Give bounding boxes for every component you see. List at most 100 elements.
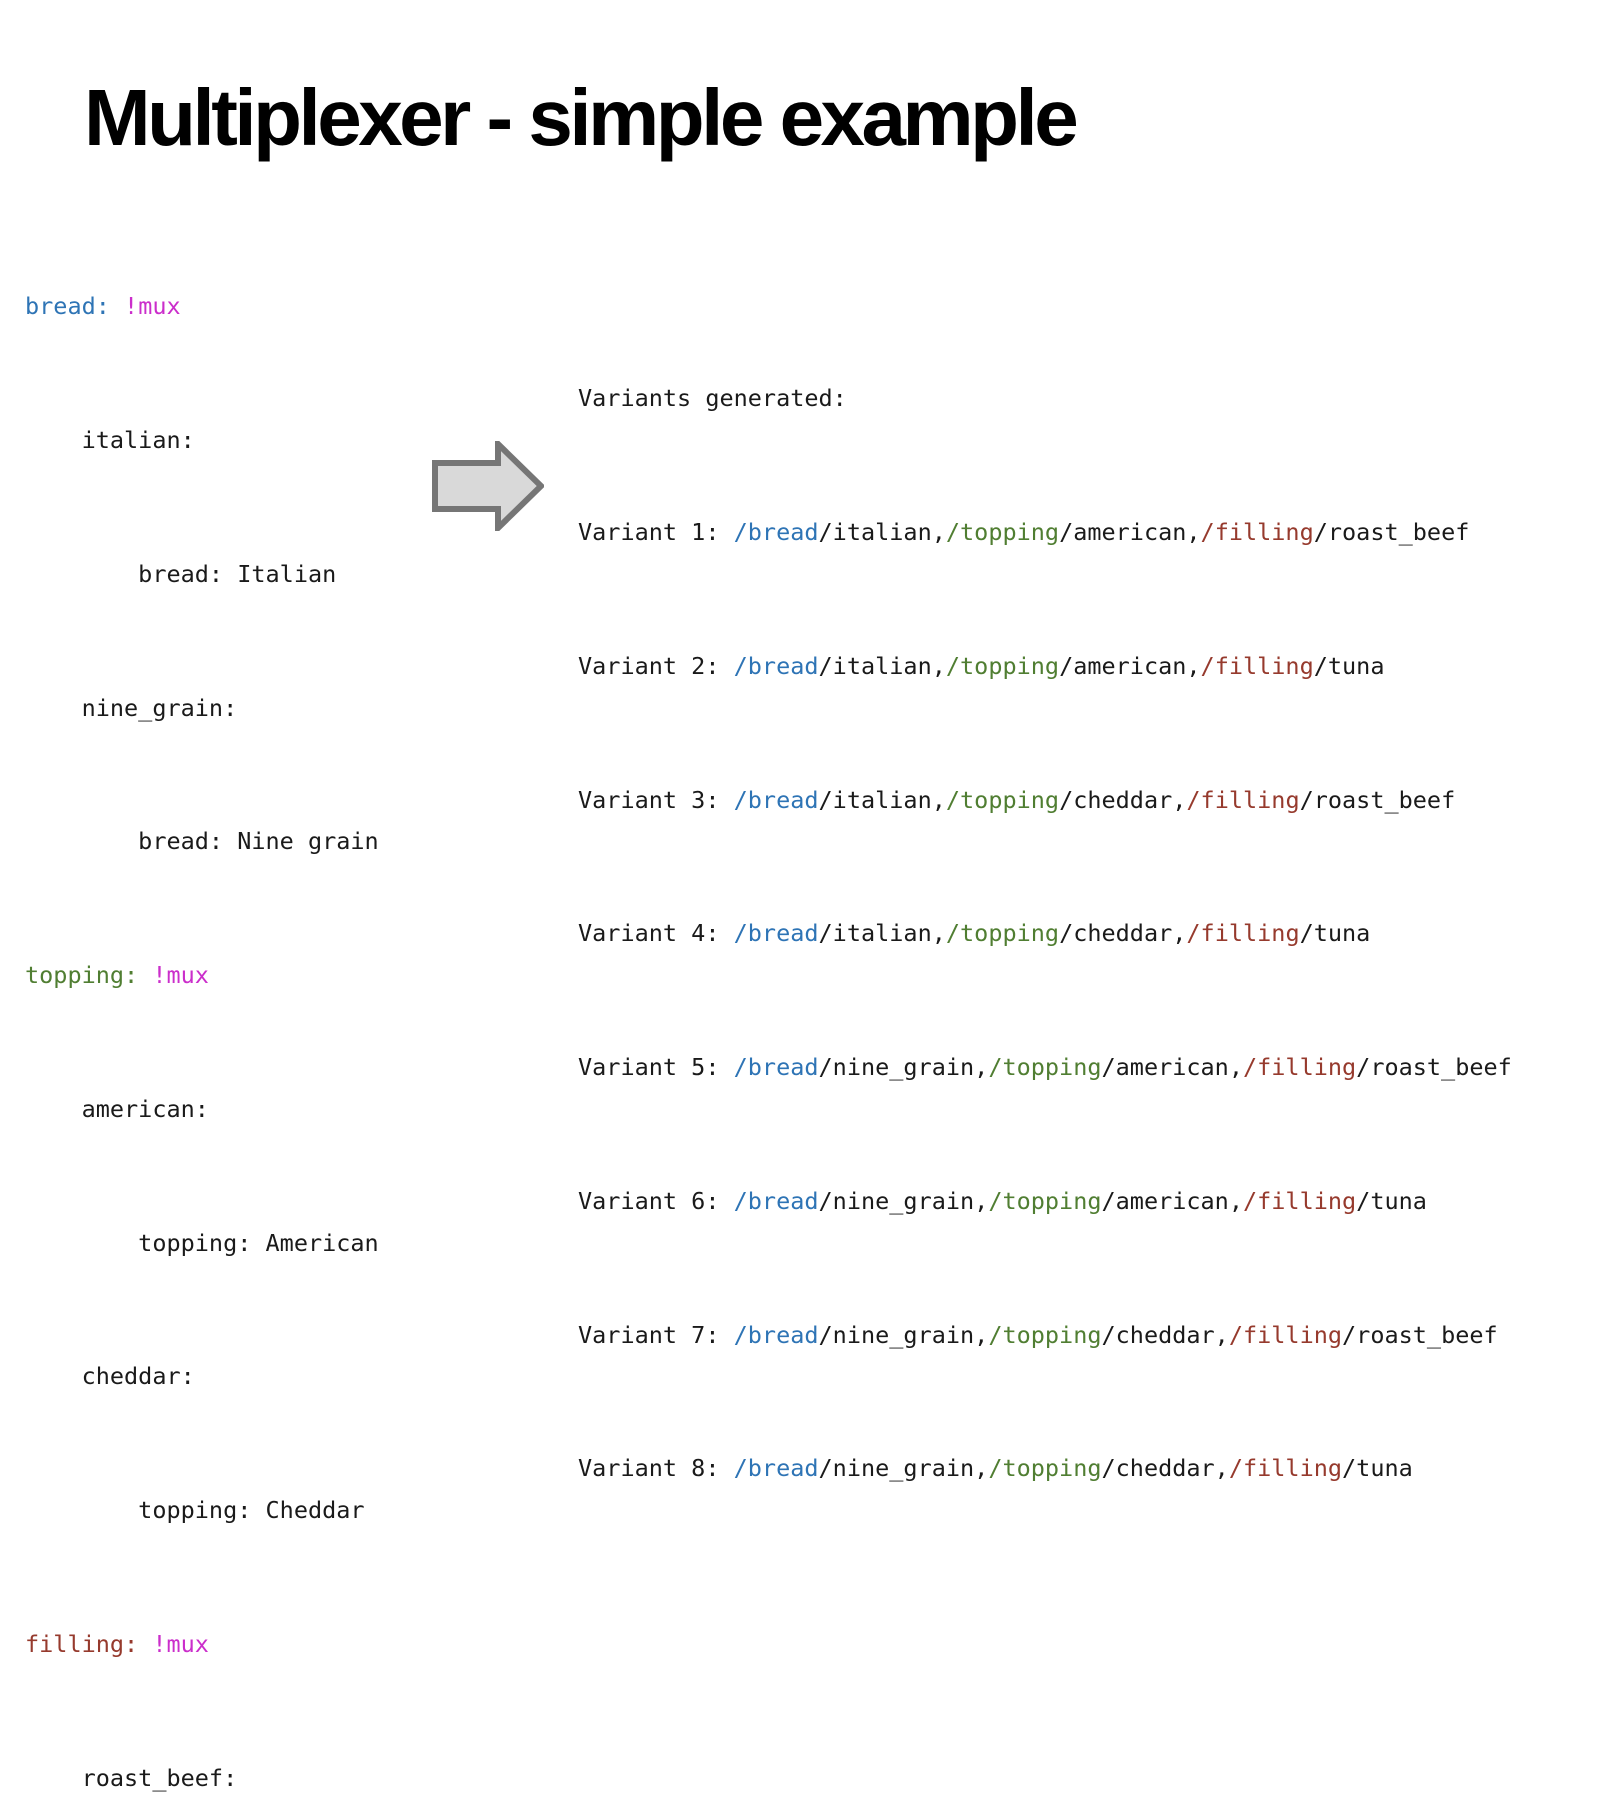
filling-path: /filling <box>1228 1320 1343 1349</box>
topping-path: /topping <box>988 1186 1102 1215</box>
filling-value: /roast_beef <box>1342 1320 1498 1349</box>
variant-row: Variant 6: /bread/nine_grain,/topping/am… <box>578 1179 1512 1224</box>
code-text: roast_beef: <box>25 1763 238 1792</box>
filling-value: /tuna <box>1342 1454 1413 1483</box>
bread-value: /nine_grain, <box>818 1454 989 1483</box>
code-text: american: <box>25 1094 209 1123</box>
bread-path: /bread <box>733 919 819 948</box>
filling-value: /tuna <box>1313 651 1385 680</box>
code-line: cheddar: <box>25 1354 407 1399</box>
filling-value: /roast_beef <box>1313 517 1470 546</box>
filling-path: /filling <box>1200 517 1314 546</box>
code-spacer <box>138 961 152 989</box>
variant-label: Variant 4: <box>578 919 734 948</box>
code-line: topping: Cheddar <box>25 1488 407 1533</box>
filling-value: /tuna <box>1356 1186 1427 1215</box>
variant-row: Variant 2: /bread/italian,/topping/ameri… <box>578 644 1512 689</box>
variant-row: Variant 8: /bread/nine_grain,/topping/ch… <box>578 1446 1512 1491</box>
bread-value: /italian, <box>818 517 946 546</box>
topping-path: /topping <box>945 785 1060 814</box>
topping-path: /topping <box>945 517 1060 546</box>
code-line: bread: Italian <box>25 552 407 597</box>
code-line: topping: American <box>25 1221 407 1266</box>
slide: Multiplexer - simple example bread: !mux… <box>25 73 1512 1792</box>
slide-title: Multiplexer - simple example <box>84 73 1079 162</box>
code-line: filling: !mux <box>25 1622 407 1667</box>
bread-path: /bread <box>733 651 819 680</box>
filling-path: /filling <box>1242 1053 1357 1082</box>
variant-label: Variant 6: <box>578 1186 734 1215</box>
code-line: italian: <box>25 418 407 463</box>
bread-value: /nine_grain, <box>818 1053 989 1082</box>
topping-path: /topping <box>988 1320 1102 1349</box>
variants-panel: Variants generated: Variant 1: /bread/it… <box>578 287 1512 1580</box>
bread-path: /bread <box>733 785 819 814</box>
variant-label: Variant 5: <box>578 1053 734 1082</box>
bread-value: /italian, <box>818 919 946 948</box>
filling-path: /filling <box>1200 651 1314 680</box>
code-spacer <box>138 1630 152 1658</box>
filling-path: /filling <box>1242 1186 1357 1215</box>
code-text: bread: Italian <box>25 559 337 588</box>
code-text: italian: <box>25 425 195 454</box>
variant-label: Variant 2: <box>578 651 734 680</box>
variant-row: Variant 3: /bread/italian,/topping/chedd… <box>578 778 1512 823</box>
topping-path: /topping <box>945 919 1060 948</box>
bread-path: /bread <box>733 517 819 546</box>
code-text: topping: Cheddar <box>25 1496 365 1525</box>
code-line: bread: Nine grain <box>25 819 407 864</box>
yaml-key-topping: topping: <box>25 961 139 990</box>
code-line: american: <box>25 1087 407 1132</box>
code-line: nine_grain: <box>25 686 407 731</box>
filling-path: /filling <box>1186 919 1300 948</box>
topping-path: /topping <box>988 1053 1102 1082</box>
variant-row: Variant 1: /bread/italian,/topping/ameri… <box>578 510 1512 555</box>
bread-path: /bread <box>733 1320 819 1349</box>
yaml-key-bread: bread: <box>25 292 110 321</box>
right-block-arrow-icon <box>432 441 544 531</box>
bread-value: /nine_grain, <box>818 1186 989 1215</box>
code-spacer <box>110 292 124 320</box>
variants-header: Variants generated: <box>578 384 847 413</box>
topping-value: /cheddar, <box>1101 1320 1229 1349</box>
mux-tag: !mux <box>152 1630 209 1658</box>
filling-path: /filling <box>1186 785 1300 814</box>
code-line: bread: !mux <box>25 284 407 329</box>
topping-value: /cheddar, <box>1059 785 1187 814</box>
filling-path: /filling <box>1228 1454 1343 1483</box>
topping-path: /topping <box>945 651 1060 680</box>
variant-row: Variant 7: /bread/nine_grain,/topping/ch… <box>578 1313 1512 1358</box>
bread-path: /bread <box>733 1186 819 1215</box>
yaml-key-filling: filling: <box>25 1630 139 1658</box>
variant-label: Variant 7: <box>578 1320 734 1349</box>
filling-value: /tuna <box>1299 919 1371 948</box>
mux-tag: !mux <box>124 292 181 321</box>
code-text: bread: Nine grain <box>25 827 379 856</box>
filling-value: /roast_beef <box>1356 1053 1512 1082</box>
bread-value: /italian, <box>818 651 946 680</box>
bread-value: /nine_grain, <box>818 1320 989 1349</box>
topping-path: /topping <box>988 1454 1102 1483</box>
variant-label: Variant 8: <box>578 1454 734 1483</box>
variant-row: Variant 5: /bread/nine_grain,/topping/am… <box>578 1045 1512 1090</box>
variant-row: Variant 4: /bread/italian,/topping/chedd… <box>578 911 1512 956</box>
filling-value: /roast_beef <box>1299 785 1456 814</box>
topping-value: /american, <box>1101 1186 1243 1215</box>
bread-path: /bread <box>733 1053 819 1082</box>
code-text: topping: American <box>25 1228 379 1257</box>
topping-value: /cheddar, <box>1101 1454 1229 1483</box>
variant-label: Variant 3: <box>578 785 734 814</box>
code-text: cheddar: <box>25 1362 195 1391</box>
yaml-code-block: bread: !mux italian: bread: Italian nine… <box>25 195 407 1800</box>
bread-path: /bread <box>733 1454 819 1483</box>
variant-label: Variant 1: <box>578 517 734 546</box>
topping-value: /american, <box>1059 517 1201 546</box>
code-text: nine_grain: <box>25 693 238 722</box>
bread-value: /italian, <box>818 785 946 814</box>
topping-value: /cheddar, <box>1059 919 1187 948</box>
mux-tag: !mux <box>152 961 209 990</box>
topping-value: /american, <box>1101 1053 1243 1082</box>
code-line: topping: !mux <box>25 953 407 998</box>
topping-value: /american, <box>1059 651 1201 680</box>
code-line: roast_beef: <box>25 1756 407 1800</box>
